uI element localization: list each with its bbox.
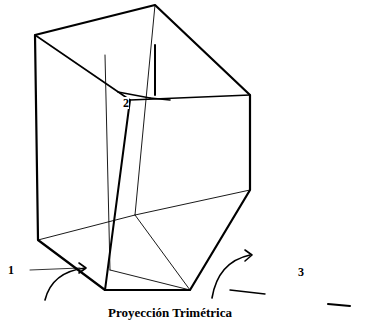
arrowhead [245,250,252,261]
axis-line [150,98,170,100]
reference-line [30,268,80,270]
axis-line [154,45,156,95]
callout-number: 3 [298,266,304,278]
mark [328,304,350,306]
cube-edge [35,35,250,100]
callout-number: 1 [8,264,14,276]
callout-number: 2 [123,97,129,109]
cube-edge [105,100,130,290]
hidden-edge [105,55,110,270]
hidden-edge [135,5,155,215]
cube-outline [35,5,250,290]
reference-line [230,290,265,294]
hidden-edge [110,270,190,290]
hidden-edge [38,190,250,240]
caption: Proyección Trimétrica [108,306,232,319]
